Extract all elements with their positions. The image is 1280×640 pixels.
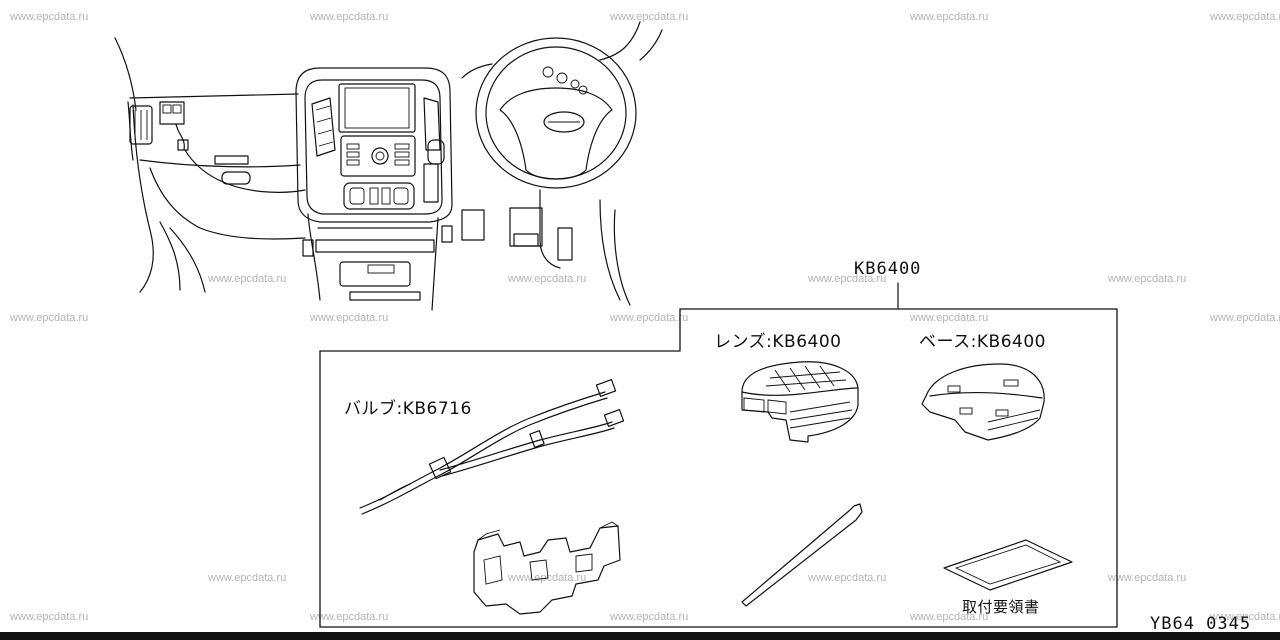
watermark: www.epcdata.ru (1108, 572, 1187, 584)
figure-id: YB64 0345 (1150, 614, 1252, 634)
watermark: www.epcdata.ru (310, 611, 389, 623)
cable-tie (741, 503, 863, 607)
watermark: www.epcdata.ru (1210, 11, 1280, 23)
watermark: www.epcdata.ru (610, 611, 689, 623)
manual-label: 取付要領書 (962, 598, 1040, 616)
watermark: www.epcdata.ru (910, 11, 989, 23)
lens-label: レンズ:KB6400 (714, 332, 842, 352)
watermark: www.epcdata.ru (808, 273, 887, 285)
socket-bracket (473, 521, 621, 615)
watermark: www.epcdata.ru (1108, 273, 1187, 285)
watermark: www.epcdata.ru (10, 11, 89, 23)
watermark: www.epcdata.ru (508, 273, 587, 285)
watermark: www.epcdata.ru (808, 572, 887, 584)
watermark: www.epcdata.ru (208, 572, 287, 584)
watermark: www.epcdata.ru (10, 611, 89, 623)
instruction-sheet (943, 539, 1073, 591)
base-part (921, 363, 1045, 441)
dashboard-illustration (114, 21, 663, 311)
watermark: www.epcdata.ru (910, 611, 989, 623)
kit-code-label: KB6400 (854, 259, 922, 279)
parts-panel-outline (319, 308, 1118, 628)
watermark: www.epcdata.ru (208, 273, 287, 285)
watermark: www.epcdata.ru (610, 312, 689, 324)
watermark: www.epcdata.ru (910, 312, 989, 324)
watermark: www.epcdata.ru (310, 11, 389, 23)
bottom-bar (0, 632, 1280, 640)
base-label: ベース:KB6400 (919, 332, 1046, 352)
bulb-label: バルブ:KB6716 (344, 399, 472, 419)
watermark: www.epcdata.ru (10, 312, 89, 324)
bulb-harness (359, 379, 625, 515)
watermark: www.epcdata.ru (1210, 312, 1280, 324)
watermark: www.epcdata.ru (610, 11, 689, 23)
watermark: www.epcdata.ru (310, 312, 389, 324)
lens-part (741, 361, 859, 443)
watermark: www.epcdata.ru (1210, 611, 1280, 623)
